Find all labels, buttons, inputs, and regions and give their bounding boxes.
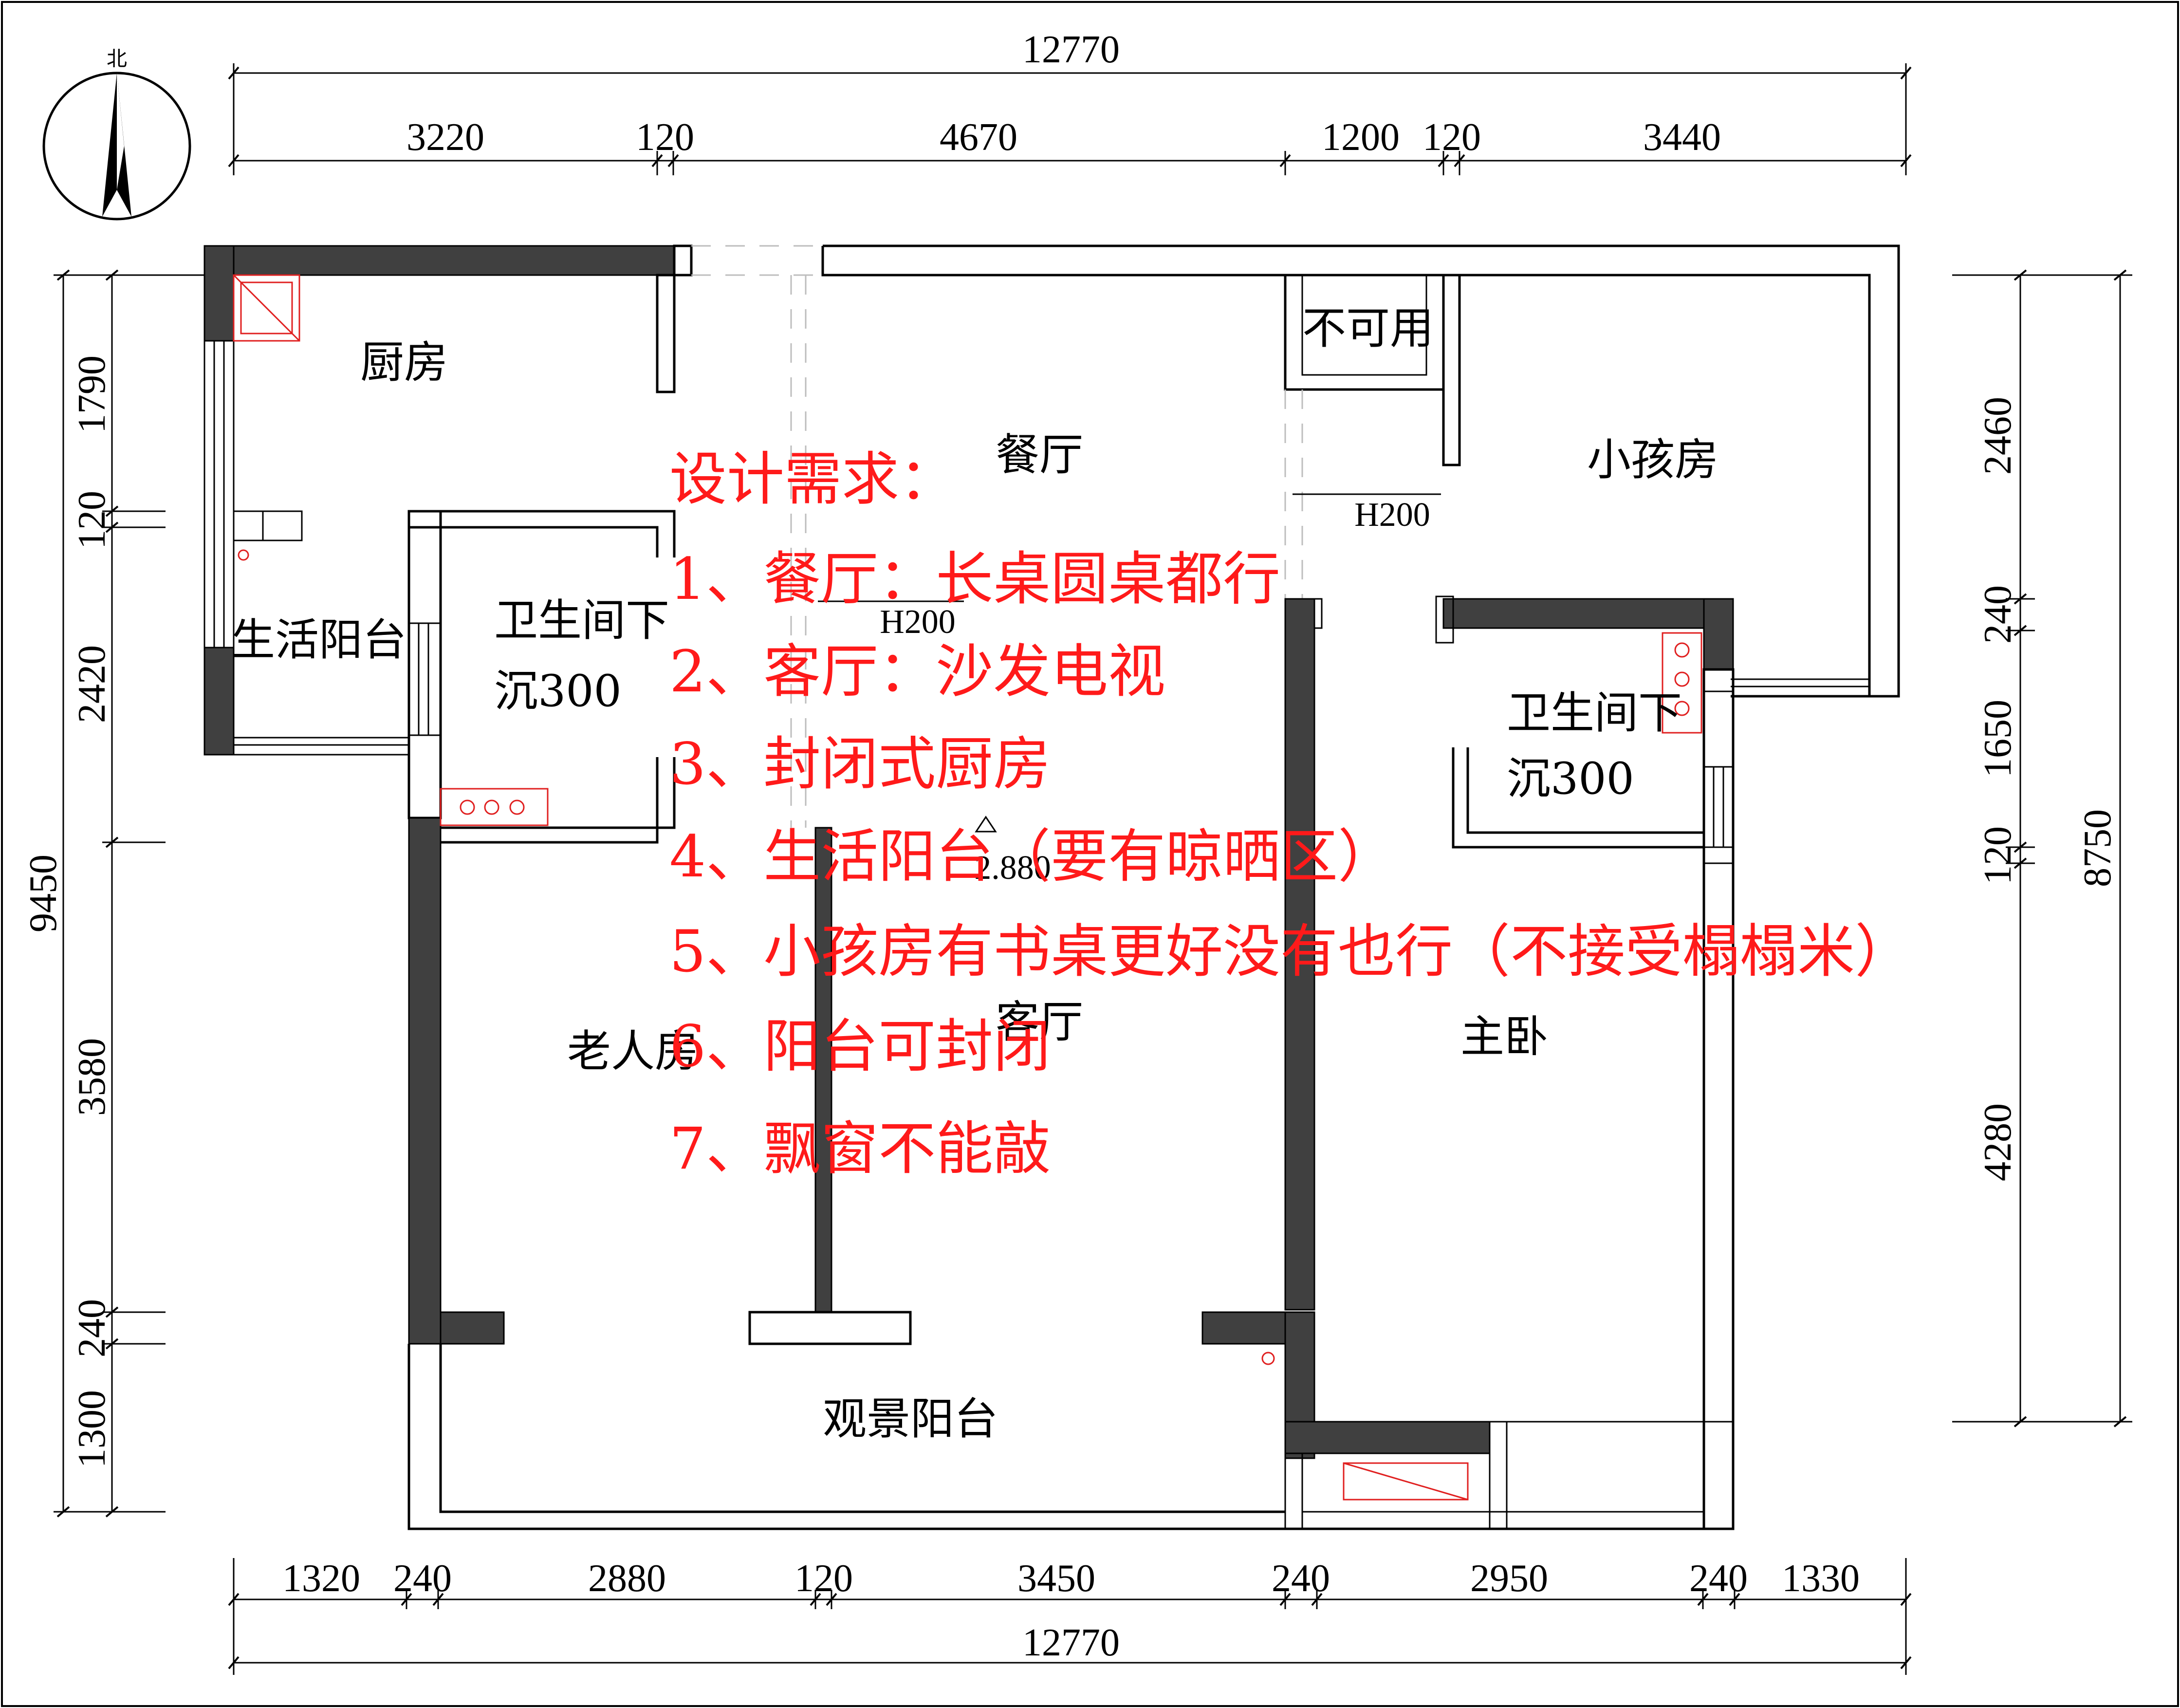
label-living: 客厅 [996, 997, 1083, 1048]
dim-top-6: 3440 [1643, 116, 1721, 159]
label-utility-balcony: 生活阳台 [231, 614, 406, 666]
dim-top-1: 3220 [406, 116, 484, 159]
dim-bottom-7: 2950 [1470, 1557, 1548, 1600]
dim-right-total: 8750 [2076, 809, 2119, 887]
left-dimensions: 1790 120 2420 3580 240 1300 9450 [22, 269, 204, 1518]
label-dining: 餐厅 [996, 429, 1083, 481]
label-master: 主卧 [1460, 1011, 1548, 1062]
requirement-5: 5、小孩房有书桌更好没有也行（不接受榻榻米） [669, 918, 1912, 985]
north-compass-icon: 北 [42, 47, 191, 221]
dim-top-3: 4670 [940, 116, 1017, 159]
dim-bottom-total: 12770 [1022, 1621, 1120, 1664]
label-bath2-line2: 沉300 [1507, 753, 1634, 804]
dim-bottom-4: 120 [794, 1557, 853, 1600]
dim-bottom-6: 240 [1272, 1557, 1330, 1600]
dim-right-1: 2460 [1977, 397, 2019, 475]
dim-bottom-9: 1330 [1782, 1557, 1860, 1600]
dim-bottom-3: 2880 [588, 1557, 666, 1600]
dim-right-3: 1650 [1977, 700, 2019, 778]
requirement-3: 3、封闭式厨房 [669, 730, 1051, 798]
dim-right-2: 240 [1977, 585, 2019, 644]
dim-left-4: 3580 [71, 1038, 113, 1116]
requirement-7: 7、飘窗不能敲 [669, 1115, 1051, 1182]
dim-top-total: 12770 [1022, 28, 1120, 71]
dim-left-3: 2420 [71, 645, 113, 723]
dim-bottom-5: 3450 [1017, 1557, 1095, 1600]
dim-right-5: 4280 [1977, 1103, 2019, 1181]
dim-right-4: 120 [1977, 826, 2019, 885]
label-elder-room: 老人房 [567, 1026, 699, 1077]
requirements-title: 设计需求： [669, 446, 957, 513]
requirement-6: 6、阳台可封闭 [669, 1013, 1051, 1080]
top-dimensions: 12770 3220 120 4670 1200 120 3440 [228, 28, 1912, 175]
label-bath1-line1: 卫生间下 [494, 595, 669, 646]
dim-top-4: 1200 [1322, 116, 1400, 159]
label-unusable: 不可用 [1302, 303, 1434, 354]
requirement-4: 4、生活阳台（要有晾晒区） [669, 823, 1395, 890]
label-level: 2.880 [974, 849, 1051, 887]
dim-left-total: 9450 [22, 854, 65, 932]
dim-bottom-8: 240 [1689, 1557, 1748, 1600]
dim-left-5: 240 [71, 1299, 113, 1357]
walls [203, 244, 1900, 1530]
dim-left-6: 1300 [71, 1390, 113, 1468]
bottom-dimensions: 1320 240 2880 120 3450 240 2950 240 1330… [228, 1557, 1912, 1675]
dim-left-1: 1790 [71, 355, 113, 433]
label-bath2-line1: 卫生间下 [1507, 687, 1682, 739]
dim-bottom-1: 1320 [282, 1557, 360, 1600]
label-view-balcony: 观景阳台 [823, 1393, 998, 1445]
requirement-1: 1、餐厅：长桌圆桌都行 [669, 545, 1280, 613]
dim-left-2: 120 [71, 491, 113, 549]
room-labels: 厨房 餐厅 不可用 小孩房 生活阳台 卫生间下 沉300 卫生间下 沉300 老… [231, 303, 1718, 1445]
right-dimensions: 2460 240 1650 120 4280 8750 [1952, 269, 2132, 1428]
label-h200-a: H200 [1354, 496, 1430, 534]
label-kitchen: 厨房 [360, 337, 448, 388]
label-kids-room: 小孩房 [1587, 434, 1718, 485]
dim-top-2: 120 [636, 116, 694, 159]
fixtures [233, 274, 1702, 1501]
dim-top-5: 120 [1423, 116, 1481, 159]
label-h200-b: H200 [880, 603, 956, 641]
label-bath1-line2: 沉300 [494, 666, 622, 717]
requirement-2: 2、客厅：沙发电视 [669, 638, 1165, 705]
design-requirements: 设计需求： 1、餐厅：长桌圆桌都行 2、客厅：沙发电视 3、封闭式厨房 4、生活… [669, 446, 1912, 1182]
north-label: 北 [107, 47, 127, 71]
dim-bottom-2: 240 [393, 1557, 452, 1600]
